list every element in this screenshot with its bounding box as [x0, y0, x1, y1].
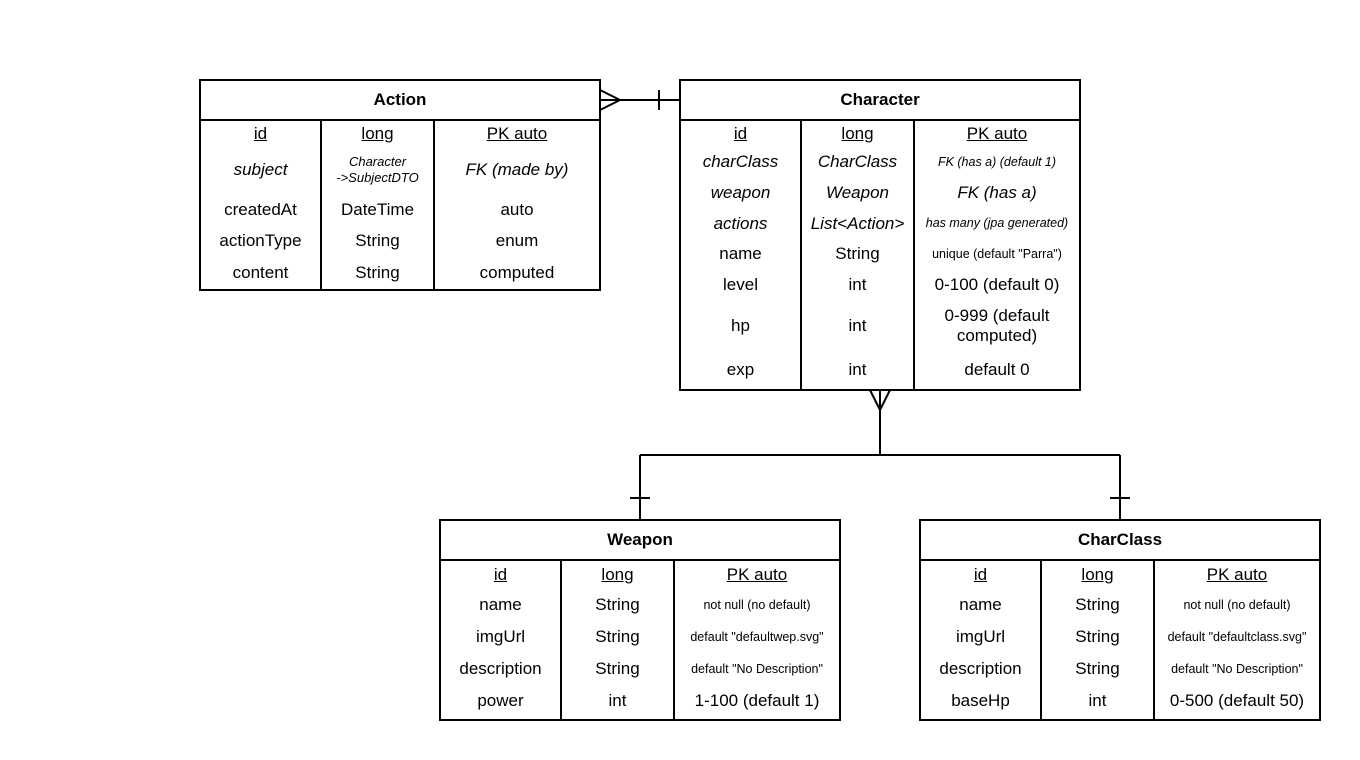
field-constraint: has many (jpa generated) [925, 216, 1069, 231]
field-type: int [608, 690, 627, 710]
field-name: content [232, 262, 289, 282]
field-type: long [361, 123, 394, 143]
field-name: exp [726, 360, 755, 380]
type-column: long String String String int [1040, 561, 1153, 719]
field-constraint: default "No Description" [691, 661, 823, 676]
field-constraint: 0-999 (default computed) [944, 306, 1050, 346]
field-type: String [1075, 594, 1120, 614]
constraint-column: PK auto not null (no default) default "d… [1153, 561, 1319, 719]
field-type: Weapon [825, 182, 889, 202]
field-constraint: computed [479, 262, 555, 282]
field-column: id name imgUrl description baseHp [921, 561, 1040, 719]
field-type: Character ->SubjectDTO [336, 154, 419, 186]
entity-body: id name imgUrl description baseHp long S… [921, 561, 1319, 719]
field-name: power [477, 690, 524, 710]
field-constraint: unique (default "Parra") [932, 246, 1062, 261]
field-type: String [1075, 626, 1120, 646]
field-constraint: PK auto [486, 123, 548, 143]
field-type: long [841, 123, 874, 143]
entity-action: Action id subject createdAt actionType c… [199, 79, 601, 291]
field-name: description [939, 658, 1022, 678]
field-constraint: not null (no default) [703, 597, 811, 612]
field-constraint: auto [500, 199, 534, 219]
entity-weapon: Weapon id name imgUrl description power … [439, 519, 841, 721]
field-name: name [959, 594, 1002, 614]
field-type: DateTime [340, 199, 415, 219]
field-type: int [848, 275, 867, 295]
field-name: imgUrl [955, 626, 1006, 646]
field-constraint: FK (has a) [957, 182, 1037, 202]
entity-title: Action [201, 81, 599, 121]
action-character-relationship [599, 89, 680, 111]
entity-body: id subject createdAt actionType content … [201, 121, 599, 289]
character-weapon-charclass-relationship [630, 389, 1130, 520]
field-type: String [355, 262, 400, 282]
field-name: id [973, 564, 988, 584]
field-name: id [253, 123, 268, 143]
field-name: name [479, 594, 522, 614]
entity-title: Weapon [441, 521, 839, 561]
entity-body: id charClass weapon actions name level h… [681, 121, 1079, 389]
field-type: int [848, 316, 867, 336]
field-name: actionType [219, 231, 302, 251]
field-type: String [595, 626, 640, 646]
field-column: id charClass weapon actions name level h… [681, 121, 800, 389]
constraint-column: PK auto not null (no default) default "d… [673, 561, 839, 719]
field-name: actions [713, 213, 768, 233]
field-type: int [1088, 690, 1107, 710]
field-type: List<Action> [810, 213, 905, 233]
field-constraint: default "No Description" [1171, 661, 1303, 676]
field-name: charClass [702, 152, 779, 171]
field-constraint: FK (has a) (default 1) [937, 154, 1057, 169]
field-constraint: default "defaultclass.svg" [1167, 629, 1307, 644]
constraint-column: PK auto FK (made by) auto enum computed [433, 121, 599, 289]
field-constraint: PK auto [1206, 564, 1268, 584]
field-name: id [733, 123, 748, 143]
field-constraint: FK (made by) [465, 160, 569, 180]
field-constraint: enum [495, 231, 539, 251]
field-column: id name imgUrl description power [441, 561, 560, 719]
field-constraint: PK auto [726, 564, 788, 584]
field-name: createdAt [224, 199, 297, 219]
field-type: int [848, 360, 867, 380]
field-type: String [835, 244, 880, 264]
field-name: level [723, 275, 758, 295]
field-name: imgUrl [475, 626, 526, 646]
type-column: long Character ->SubjectDTO DateTime Str… [320, 121, 433, 289]
field-constraint: default 0 [964, 360, 1030, 380]
type-column: long String String String int [560, 561, 673, 719]
field-name: id [493, 564, 508, 584]
field-name: baseHp [951, 690, 1010, 710]
entity-title: Character [681, 81, 1079, 121]
field-constraint: 0-100 (default 0) [934, 275, 1060, 295]
field-name: subject [233, 160, 288, 180]
crows-foot-many-character [869, 389, 891, 413]
field-name: description [459, 658, 542, 678]
entity-charclass: CharClass id name imgUrl description bas… [919, 519, 1321, 721]
constraint-column: PK auto FK (has a) (default 1) FK (has a… [913, 121, 1079, 389]
type-column: long CharClass Weapon List<Action> Strin… [800, 121, 913, 389]
field-type: String [1075, 658, 1120, 678]
field-name: name [719, 244, 762, 264]
crows-foot-many-action [599, 89, 623, 111]
field-constraint: default "defaultwep.svg" [690, 629, 824, 644]
field-constraint: PK auto [966, 123, 1028, 143]
field-column: id subject createdAt actionType content [201, 121, 320, 289]
field-type: String [355, 231, 400, 251]
entity-body: id name imgUrl description power long St… [441, 561, 839, 719]
field-type: long [601, 564, 634, 584]
field-constraint: not null (no default) [1183, 597, 1291, 612]
field-name: hp [731, 316, 750, 336]
field-constraint: 0-500 (default 50) [1169, 690, 1305, 710]
field-type: CharClass [817, 152, 898, 171]
field-name: weapon [710, 182, 771, 202]
field-type: long [1081, 564, 1114, 584]
field-type: String [595, 594, 640, 614]
entity-character: Character id charClass weapon actions na… [679, 79, 1081, 391]
field-type: String [595, 658, 640, 678]
field-constraint: 1-100 (default 1) [694, 690, 820, 710]
entity-title: CharClass [921, 521, 1319, 561]
